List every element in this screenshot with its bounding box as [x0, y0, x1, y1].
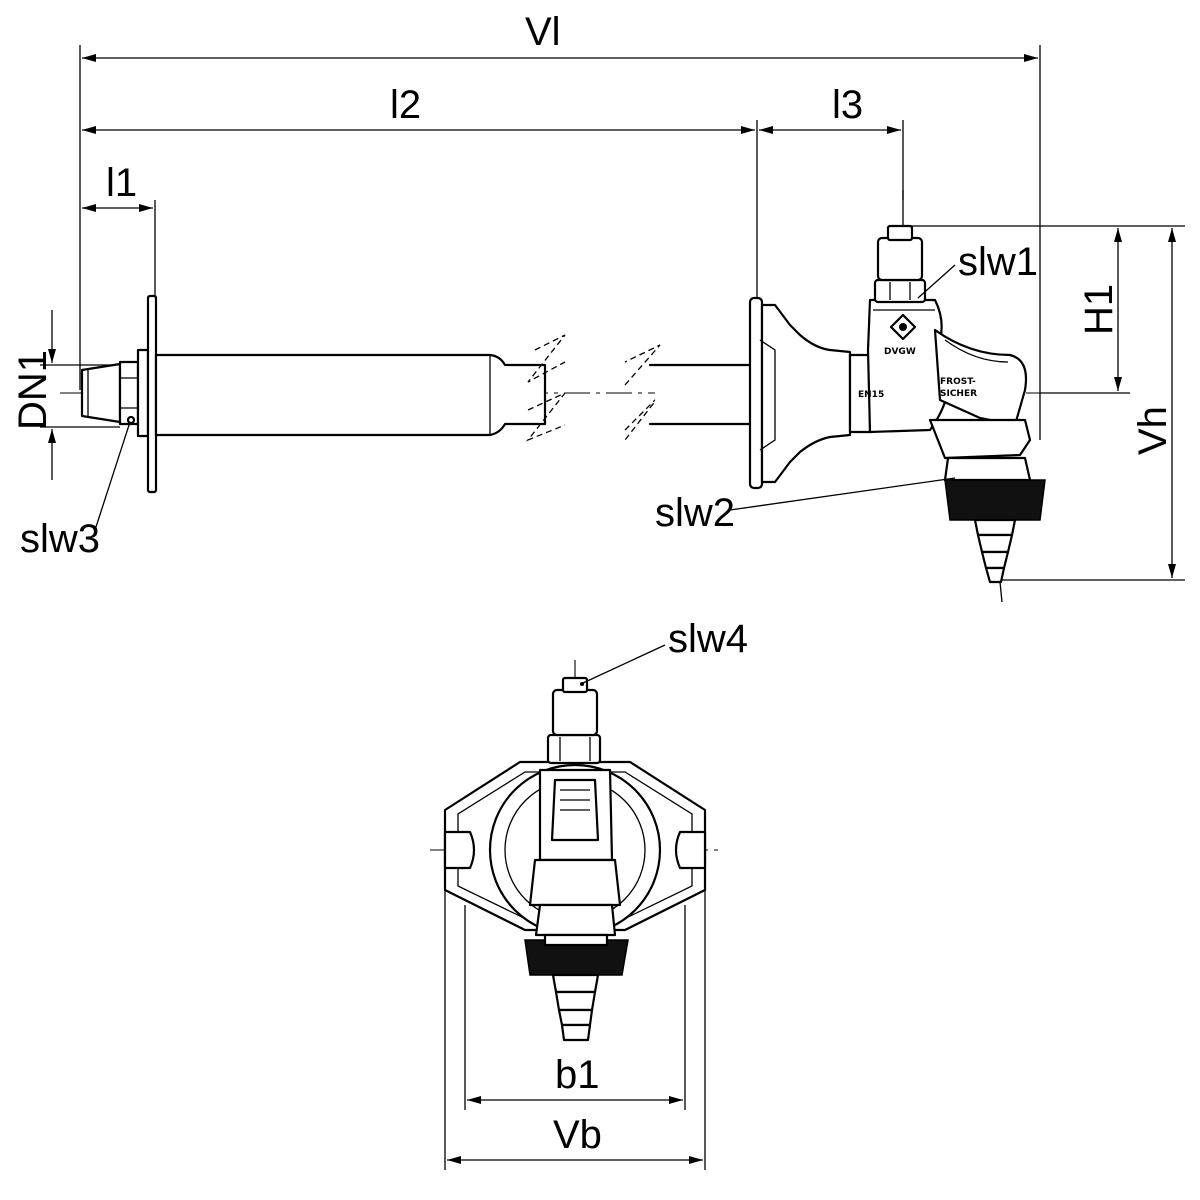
dvgw-marking: DVGW [884, 347, 916, 357]
frost-marking-2: SICHER [940, 389, 977, 399]
dimension-lines-side-view [40, 45, 1185, 581]
frost-marking-1: FROST- [940, 377, 976, 387]
slw3-label: slw3 [20, 517, 100, 561]
vl-label: Vl [525, 10, 561, 54]
l3-label: l3 [832, 83, 863, 127]
valve-front-view [430, 660, 720, 1042]
valve-body-side-view: DVGW EN15 FROST- SICHER [748, 190, 1046, 603]
pipe-side-view [60, 294, 1080, 494]
h1-label: H1 [1077, 284, 1121, 335]
callouts-side-view [94, 264, 956, 531]
dimension-lines-front-view [444, 644, 706, 1170]
en-marking: EN15 [858, 390, 884, 400]
vb-label: Vb [553, 1113, 602, 1157]
slw1-label: slw1 [958, 240, 1038, 284]
b1-label: b1 [555, 1053, 600, 1097]
slw2-label: slw2 [655, 491, 735, 535]
slw4-label: slw4 [668, 617, 748, 661]
dn1-label: DN1 [11, 350, 55, 430]
vh-label: Vh [1131, 406, 1175, 455]
l2-label: l2 [390, 83, 421, 127]
screw-point [126, 415, 136, 425]
l1-label: l1 [106, 161, 137, 205]
